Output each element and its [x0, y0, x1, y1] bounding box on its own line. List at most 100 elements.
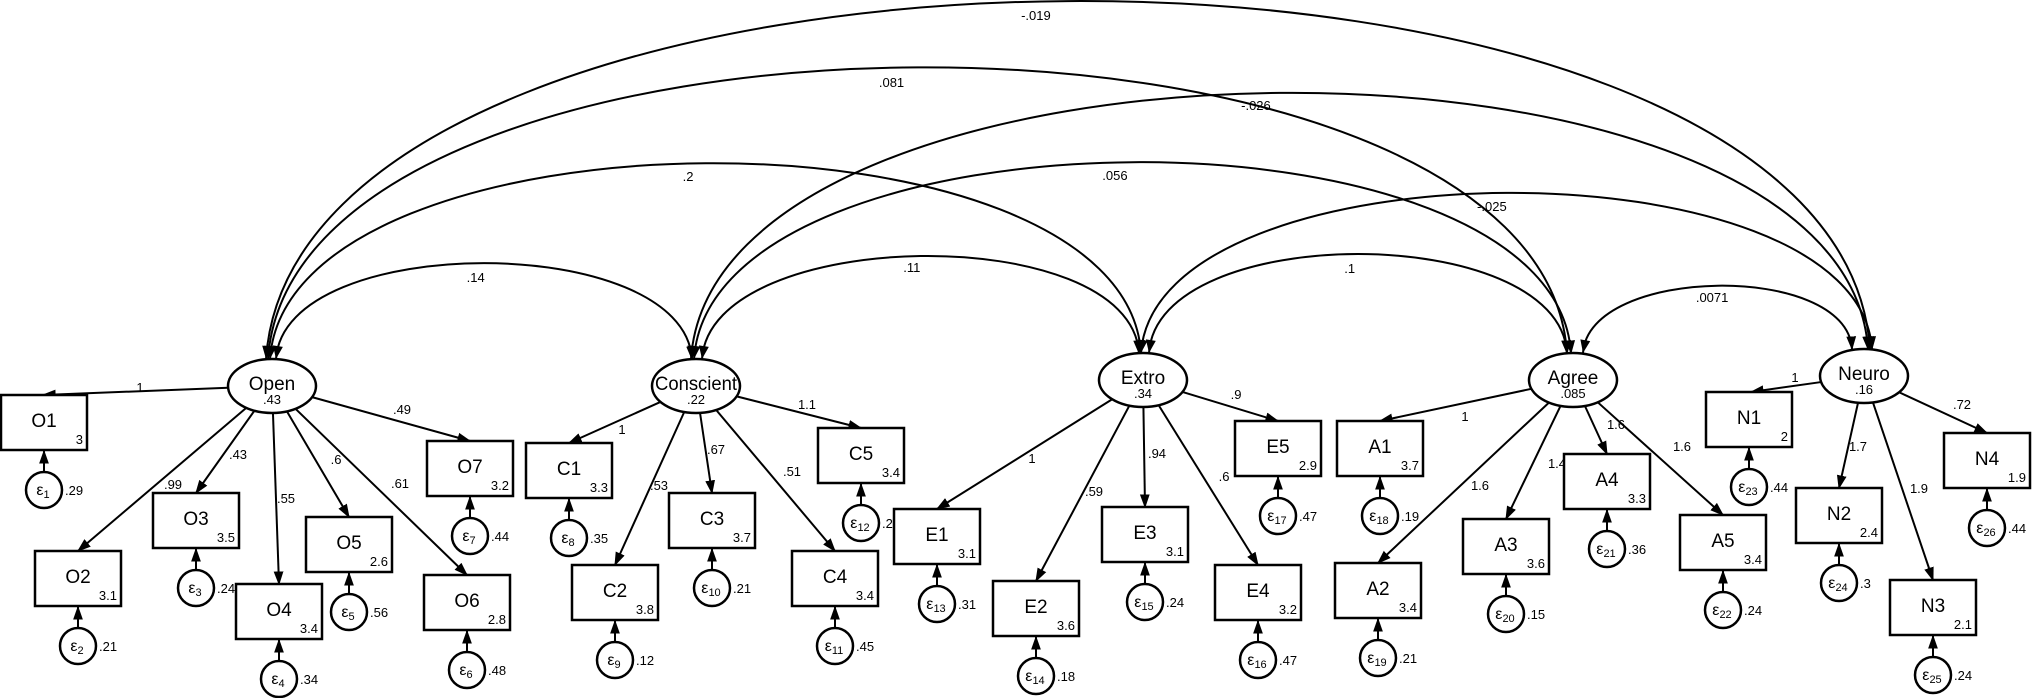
indicator-box[interactable] — [1888, 578, 1978, 637]
nodes: O13ε1.29O23.1ε2.21O33.5ε3.24O43.4ε4.34O5… — [0, 347, 2032, 698]
error-term[interactable] — [692, 568, 732, 608]
error-term[interactable] — [447, 650, 487, 690]
latent-variance: .085 — [1560, 386, 1585, 401]
error-term[interactable] — [1729, 467, 1769, 507]
error-label: ε16 — [1247, 652, 1266, 671]
indicator-box[interactable] — [570, 563, 660, 622]
error-variance: .56 — [370, 605, 388, 620]
latent-ellipse[interactable] — [1818, 347, 1910, 405]
indicator-box[interactable] — [892, 507, 982, 566]
latent-name: Conscient — [655, 374, 738, 395]
error-term[interactable] — [917, 584, 957, 624]
error-term[interactable] — [450, 516, 490, 556]
indicator-box[interactable] — [1333, 561, 1423, 620]
indicator-box[interactable] — [1704, 390, 1794, 449]
error-term[interactable] — [329, 592, 369, 632]
error-term[interactable] — [595, 640, 635, 680]
error-index: 21 — [1603, 548, 1615, 560]
error-term[interactable] — [1703, 590, 1743, 630]
indicator-box[interactable] — [33, 549, 123, 608]
latent-name: Open — [249, 374, 295, 395]
error-term[interactable] — [1258, 496, 1298, 536]
covariance-arc-line — [690, 91, 1872, 360]
error-term[interactable] — [259, 659, 299, 698]
error-variance: .21 — [1399, 651, 1417, 666]
latent-ellipse[interactable] — [1097, 351, 1189, 409]
indicator-box[interactable] — [1942, 431, 2032, 490]
loading-path — [195, 410, 256, 495]
error-term[interactable] — [1486, 594, 1526, 634]
error-label: ε5 — [341, 604, 354, 623]
indicator-box[interactable] — [1213, 563, 1303, 622]
error-term[interactable] — [1016, 656, 1056, 696]
error-term[interactable] — [58, 626, 98, 666]
indicator-box[interactable] — [524, 441, 614, 500]
loading-path — [1898, 391, 1989, 434]
indicator-name: N3 — [1921, 596, 1945, 617]
latent-ellipse[interactable] — [226, 357, 318, 415]
error-label: ε3 — [188, 580, 201, 599]
indicator-c1: C13.3ε8.35 — [524, 441, 614, 558]
indicator-box[interactable] — [151, 491, 241, 550]
loading-value: .53 — [650, 478, 668, 493]
indicator-box[interactable] — [1233, 419, 1323, 478]
arrowhead-icon — [1137, 339, 1148, 353]
error-index: 16 — [1254, 659, 1266, 671]
indicator-box[interactable] — [425, 439, 515, 498]
indicator-box[interactable] — [790, 549, 880, 608]
indicator-box[interactable] — [1100, 505, 1190, 564]
error-term[interactable] — [1360, 496, 1400, 536]
error-term[interactable] — [176, 568, 216, 608]
latent-ellipse[interactable] — [650, 357, 742, 415]
error-term[interactable] — [815, 626, 855, 666]
indicator-name: O3 — [183, 509, 208, 530]
error-label: ε19 — [1367, 650, 1386, 669]
indicator-box[interactable] — [1678, 513, 1768, 572]
indicator-intercept: 3.1 — [1166, 544, 1184, 559]
error-term[interactable] — [1358, 638, 1398, 678]
indicator-intercept: 3.1 — [958, 546, 976, 561]
covariance-arc-line — [267, 66, 1571, 360]
arrowhead-icon — [698, 345, 709, 359]
indicator-intercept: 3.7 — [733, 530, 751, 545]
loading-path — [1157, 404, 1259, 567]
loading-value: 1.6 — [1607, 417, 1625, 432]
covariance-arc-line — [269, 162, 1145, 360]
error-term[interactable] — [1819, 563, 1859, 603]
error-term[interactable] — [1967, 508, 2007, 548]
error-term[interactable] — [1125, 582, 1165, 622]
indicator-c2: C23.8ε9.12 — [570, 563, 660, 680]
loading-value: .61 — [391, 476, 409, 491]
indicator-box[interactable] — [1461, 517, 1551, 576]
error-term[interactable] — [549, 518, 589, 558]
indicator-intercept: 3.6 — [1527, 556, 1545, 571]
error-term[interactable] — [1238, 640, 1278, 680]
error-symbol: ε — [1738, 479, 1745, 496]
error-term[interactable] — [1587, 529, 1627, 569]
error-variance: .3 — [1860, 576, 1871, 591]
covariance-arc: .1 — [1145, 253, 1572, 355]
loading-value: 1.6 — [1471, 478, 1489, 493]
error-symbol: ε — [1369, 508, 1376, 525]
covariance-arc-line — [1148, 253, 1572, 355]
error-index: 17 — [1274, 515, 1286, 527]
loading-path — [271, 412, 284, 586]
loading-value: 1 — [1028, 451, 1035, 466]
latent-agree: Agree.085 — [1527, 351, 1619, 409]
indicator-box[interactable] — [1562, 452, 1652, 511]
error-index: 24 — [1835, 582, 1847, 594]
error-symbol: ε — [341, 604, 348, 621]
error-symbol: ε — [850, 515, 857, 532]
error-symbol: ε — [70, 638, 77, 655]
latent-ellipse[interactable] — [1527, 351, 1619, 409]
error-term[interactable] — [841, 503, 881, 543]
loading-path — [1139, 406, 1150, 509]
error-term[interactable] — [1913, 655, 1953, 695]
indicator-box[interactable] — [667, 491, 757, 550]
indicator-box[interactable] — [0, 393, 89, 452]
error-term[interactable] — [24, 470, 64, 510]
indicator-box[interactable] — [1335, 419, 1425, 478]
indicator-box[interactable] — [816, 426, 906, 485]
